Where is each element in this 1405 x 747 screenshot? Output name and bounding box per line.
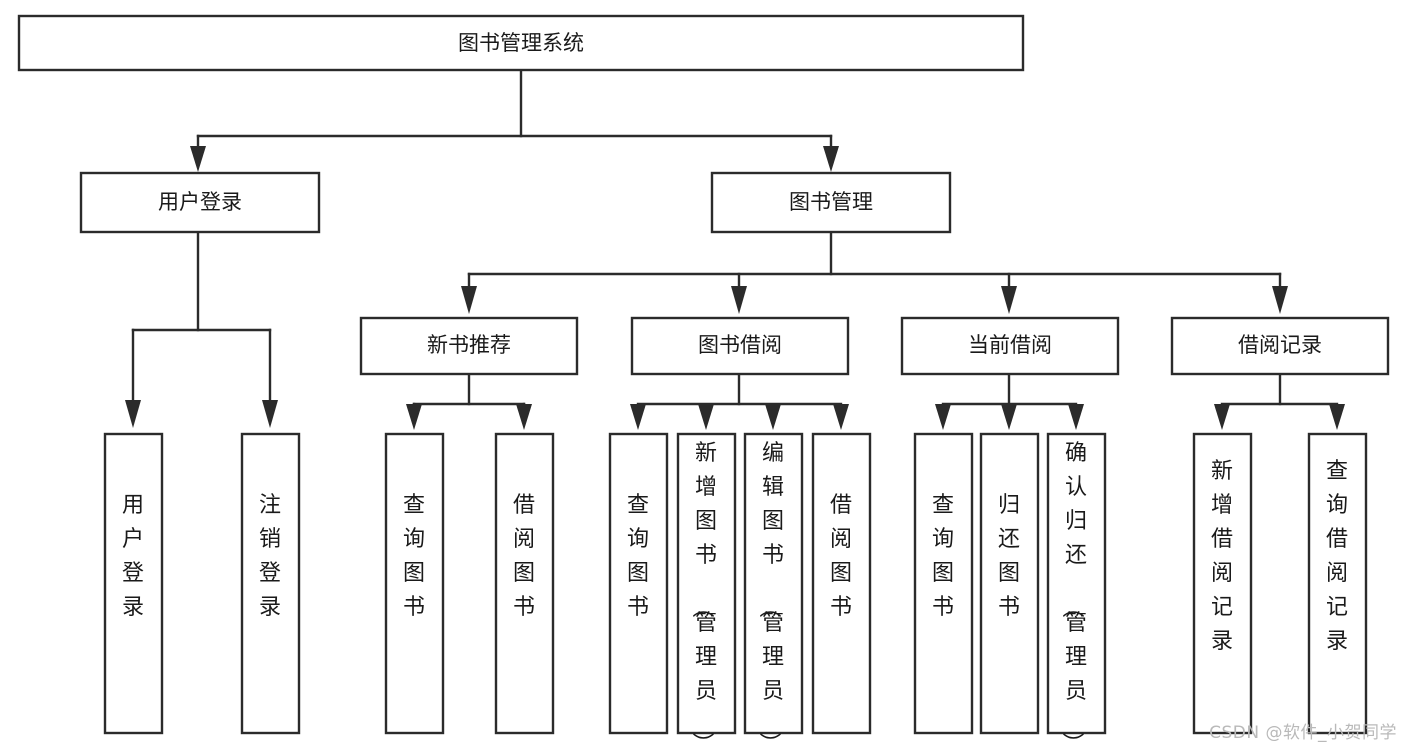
arrow-to-query-record: [1329, 404, 1345, 430]
node-root[interactable]: 图书管理系统: [17, 14, 1025, 72]
arrow-to-book-manage: [823, 146, 839, 172]
arrow-to-add-record: [1214, 404, 1230, 430]
node-leaf-user-login-box[interactable]: [103, 432, 164, 735]
arrow-to-confirm-return: [1068, 404, 1084, 430]
node-leaf-borrow-book-2-box[interactable]: [811, 432, 872, 735]
node-leaf-query-record[interactable]: 查询借阅记录: [1307, 432, 1368, 735]
node-leaf-user-logout[interactable]: 注销登录: [240, 432, 301, 735]
arrow-to-borrow-book-2: [833, 404, 849, 430]
node-leaf-user-logout-box[interactable]: [240, 432, 301, 735]
node-leaf-query-book-3[interactable]: 查询图书: [913, 432, 974, 735]
node-root-label: 图书管理系统: [458, 31, 584, 55]
node-leaf-add-book[interactable]: 新增图书（管理员）: [676, 432, 737, 747]
node-leaf-query-book-1-label: 查询图书: [403, 493, 425, 620]
node-leaf-borrow-book-2[interactable]: 借阅图书: [811, 432, 872, 735]
node-book-manage-label: 图书管理: [789, 190, 873, 214]
node-leaf-borrow-book-1-label: 借阅图书: [513, 493, 535, 620]
arrow-to-leaf-user-logout: [262, 400, 278, 428]
node-leaf-query-book-2[interactable]: 查询图书: [608, 432, 669, 735]
arrow-to-new-book-rec: [461, 286, 477, 314]
arrow-to-query-book-3: [935, 404, 951, 430]
node-leaf-query-record-label: 查询借阅记录: [1326, 459, 1348, 654]
node-book-manage-box[interactable]: [710, 171, 952, 234]
node-book-borrow-box[interactable]: [630, 316, 850, 376]
node-leaf-borrow-book-1-box[interactable]: [494, 432, 555, 735]
node-leaf-return-book[interactable]: 归还图书: [979, 432, 1040, 735]
connector-group-book-borrow: [630, 372, 849, 430]
node-leaf-confirm-return-label: 确认归还（管理员）: [1059, 441, 1087, 747]
node-leaf-add-book-box[interactable]: [676, 432, 737, 735]
node-leaf-add-book-label: 新增图书（管理员）: [689, 441, 717, 747]
node-current-borrow[interactable]: 当前借阅: [900, 316, 1120, 376]
node-borrow-record-label: 借阅记录: [1238, 333, 1322, 357]
node-current-borrow-box[interactable]: [900, 316, 1120, 376]
arrow-to-book-borrow: [731, 286, 747, 314]
connector-group-user-login: [125, 230, 278, 428]
node-book-borrow-label: 图书借阅: [698, 333, 782, 357]
node-leaf-add-record[interactable]: 新增借阅记录: [1192, 432, 1253, 735]
arrow-to-return-book: [1001, 404, 1017, 430]
node-leaf-query-book-1[interactable]: 查询图书: [384, 432, 445, 735]
node-book-borrow[interactable]: 图书借阅: [630, 316, 850, 376]
node-new-book-rec[interactable]: 新书推荐: [359, 316, 579, 376]
node-new-book-rec-box[interactable]: [359, 316, 579, 376]
node-leaf-edit-book-label: 编辑图书（管理员）: [756, 441, 784, 747]
arrow-to-leaf-user-login: [125, 400, 141, 428]
node-user-login-box[interactable]: [79, 171, 321, 234]
node-leaf-query-book-3-label: 查询图书: [932, 493, 954, 620]
node-leaf-add-record-label: 新增借阅记录: [1211, 459, 1233, 654]
arrow-to-add-book: [698, 404, 714, 430]
connector-group-borrow-record: [1214, 372, 1345, 430]
node-leaf-confirm-return-box[interactable]: [1046, 432, 1107, 735]
node-leaf-query-book-2-label: 查询图书: [627, 493, 649, 620]
arrow-to-borrow-record: [1272, 286, 1288, 314]
node-leaf-return-book-box[interactable]: [979, 432, 1040, 735]
connector-group-book-manage: [461, 230, 1288, 314]
node-root-box[interactable]: [17, 14, 1025, 72]
connector-group-new-book-rec: [406, 372, 532, 430]
arrow-to-borrow-book-1: [516, 404, 532, 430]
node-new-book-rec-label: 新书推荐: [427, 333, 511, 357]
node-leaf-user-login-label: 用户登录: [122, 493, 144, 620]
node-leaf-return-book-label: 归还图书: [998, 493, 1020, 620]
node-borrow-record-box[interactable]: [1170, 316, 1390, 376]
node-current-borrow-label: 当前借阅: [968, 333, 1052, 357]
csdn-watermark: CSDN @软件_小贺同学: [1209, 723, 1397, 743]
node-leaf-query-book-3-box[interactable]: [913, 432, 974, 735]
node-leaf-query-book-2-box[interactable]: [608, 432, 669, 735]
arrow-to-query-book-2: [630, 404, 646, 430]
node-leaf-borrow-book-2-label: 借阅图书: [830, 493, 852, 620]
node-borrow-record[interactable]: 借阅记录: [1170, 316, 1390, 376]
arrow-to-edit-book: [765, 404, 781, 430]
node-user-login[interactable]: 用户登录: [79, 171, 321, 234]
connector-group-root: [190, 68, 839, 172]
arrow-to-query-book-1: [406, 404, 422, 430]
node-leaf-query-book-1-box[interactable]: [384, 432, 445, 735]
node-leaf-confirm-return[interactable]: 确认归还（管理员）: [1046, 432, 1107, 747]
node-leaf-query-record-box[interactable]: [1307, 432, 1368, 735]
node-leaf-add-record-box[interactable]: [1192, 432, 1253, 735]
node-leaf-user-logout-label: 注销登录: [259, 493, 281, 620]
node-leaf-borrow-book-1[interactable]: 借阅图书: [494, 432, 555, 735]
node-leaf-edit-book[interactable]: 编辑图书（管理员）: [743, 432, 804, 747]
node-book-manage[interactable]: 图书管理: [710, 171, 952, 234]
connector-group-current-borrow: [935, 372, 1084, 430]
node-user-login-label: 用户登录: [158, 190, 242, 214]
arrow-to-user-login: [190, 146, 206, 172]
node-leaf-user-login[interactable]: 用户登录: [103, 432, 164, 735]
arrow-to-current-borrow: [1001, 286, 1017, 314]
node-leaf-edit-book-box[interactable]: [743, 432, 804, 735]
